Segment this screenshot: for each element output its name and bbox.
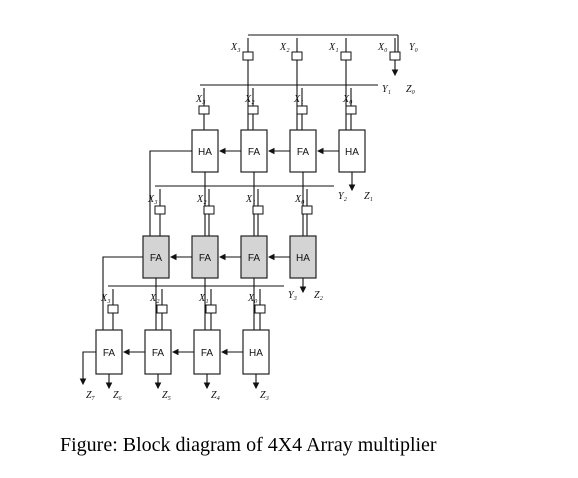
row3-x2-label: X₂: [149, 293, 160, 304]
full-adder-cell: [95, 329, 123, 375]
row0-x1-label: X₁: [328, 42, 339, 53]
row3-y3-label: Y₃: [288, 290, 298, 301]
row2-x3-label: X₃: [147, 194, 158, 205]
row2-y2-label: Y₂: [338, 191, 348, 202]
row1-x2-label: X₂: [244, 94, 255, 105]
cell-label: HA: [198, 147, 212, 158]
and-gate: [389, 51, 401, 61]
full-adder-cell-shaded: [240, 235, 268, 279]
and-gate: [252, 205, 264, 215]
half-adder-cell-shaded: [289, 235, 317, 279]
and-gate: [247, 105, 259, 115]
cell-label: HA: [345, 147, 359, 158]
row0-x3-label: X₃: [230, 42, 241, 53]
row0-x0-label: X₀: [377, 42, 388, 53]
and-gate: [107, 304, 119, 314]
and-gate: [203, 205, 215, 215]
row3-x3-label: X₃: [100, 293, 111, 304]
z3-label: Z₃: [260, 390, 270, 401]
row-2: Y₂ X₃ X₂ X₁ X₀ FA FA FA HA Z₂: [102, 185, 348, 330]
row1-y1-label: Y₁: [382, 84, 391, 95]
row2-x2-label: X₂: [196, 194, 207, 205]
row3-x1-label: X₁: [198, 293, 209, 304]
and-gate: [198, 105, 210, 115]
cell-label: FA: [150, 253, 163, 264]
bottom-outputs: Z₇ Z₆ Z₅ Z₄ Z₃: [86, 390, 270, 401]
and-gate: [291, 51, 303, 61]
row1-x3-label: X₃: [195, 94, 206, 105]
row1-x1-label: X₁: [293, 94, 304, 105]
z6-label: Z₆: [113, 390, 123, 401]
and-gate: [254, 304, 266, 314]
cell-label: FA: [248, 147, 261, 158]
z4-label: Z₄: [211, 390, 221, 401]
z0-label: Z₀: [406, 84, 416, 95]
cell-label: FA: [199, 253, 212, 264]
row-0-and-gates: X₃ X₂ X₁ X₀ Y₀ Z₀: [230, 34, 419, 130]
and-gate: [156, 304, 168, 314]
row3-x0-label: X₀: [247, 293, 258, 304]
cell-label: HA: [296, 253, 310, 264]
z7-label: Z₇: [86, 390, 96, 401]
cell-label: FA: [152, 348, 165, 359]
and-gate: [205, 304, 217, 314]
row1-x0-label: X₀: [342, 94, 353, 105]
row2-x1-label: X₁: [245, 194, 256, 205]
figure-caption: Figure: Block diagram of 4X4 Array multi…: [60, 434, 437, 456]
row-1: Y₁ X₃ X₂ X₁ X₀ HA FA FA HA: [149, 84, 391, 236]
full-adder-cell: [289, 129, 317, 173]
and-gate: [296, 105, 308, 115]
row2-x0-label: X₀: [294, 194, 305, 205]
full-adder-cell-shaded: [142, 235, 170, 279]
cell-label: FA: [248, 253, 261, 264]
z1-label: Z₁: [364, 191, 373, 202]
cell-label: FA: [297, 147, 310, 158]
and-gate: [154, 205, 166, 215]
and-gate: [340, 51, 352, 61]
z5-label: Z₅: [162, 390, 172, 401]
full-adder-cell: [193, 329, 221, 375]
cell-label: FA: [201, 348, 214, 359]
and-gate: [301, 205, 313, 215]
cell-label: FA: [103, 348, 116, 359]
z2-label: Z₂: [314, 290, 324, 301]
row0-y0-label: Y₀: [409, 42, 419, 53]
and-gate: [345, 105, 357, 115]
row0-x2-label: X₂: [279, 42, 290, 53]
cell-label: HA: [249, 348, 263, 359]
and-gate: [242, 51, 254, 61]
row-3: Y₃ X₃ X₂ X₁ X₀ FA FA FA HA: [79, 285, 298, 390]
